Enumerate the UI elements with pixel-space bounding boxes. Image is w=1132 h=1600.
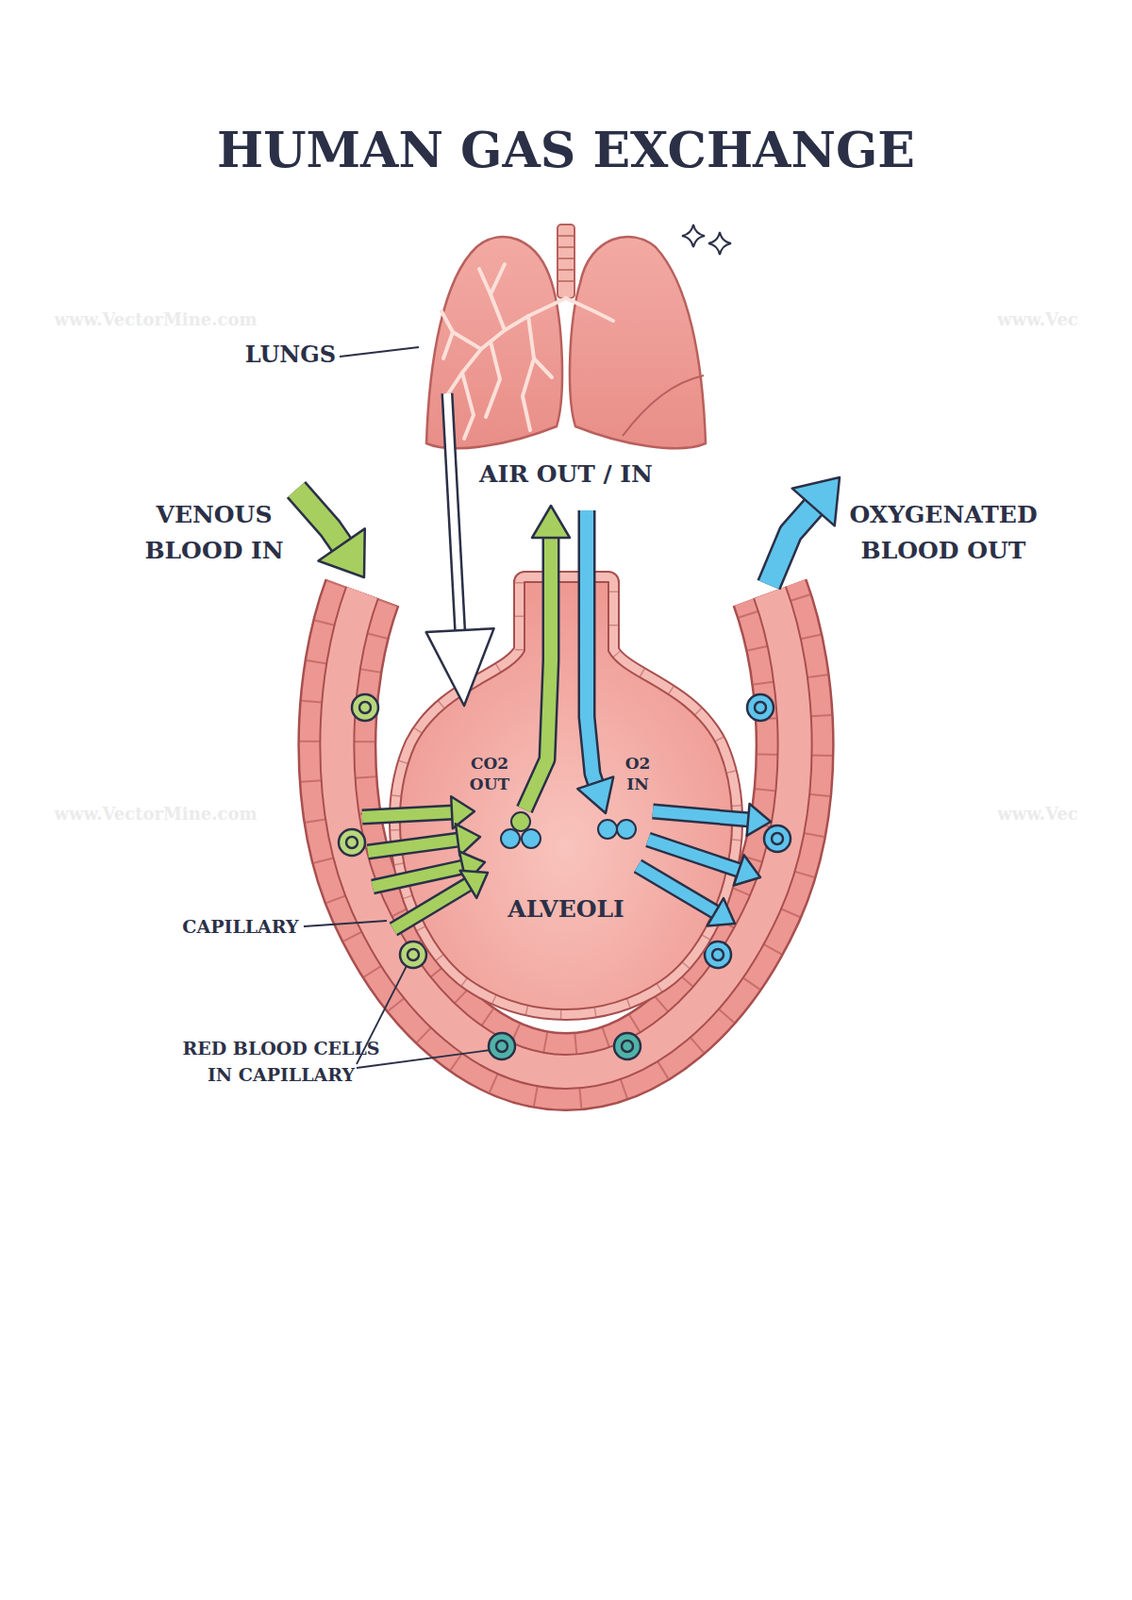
arrow-head	[747, 803, 771, 836]
part-label: ALVEOLI	[485, 895, 647, 924]
watermark: www.Vec	[981, 802, 1095, 826]
alveoli-outline	[377, 566, 774, 1038]
alveoli-wall-cells	[399, 582, 733, 1010]
diagram-title: HUMAN GAS EXCHANGE	[0, 120, 1132, 179]
part-label: CAPILLARY	[165, 915, 317, 938]
sparkle-icons	[682, 224, 732, 255]
arrow-shaft	[768, 505, 816, 585]
arrow-head	[532, 505, 570, 538]
alveoli-wall	[399, 582, 733, 1010]
flow-arrow	[768, 477, 840, 585]
watermark: www.VectorMine.com	[14, 802, 298, 826]
arrow-shaft	[447, 393, 461, 633]
gas-label: O2 IN	[618, 752, 657, 795]
part-label: LUNGS	[224, 340, 357, 369]
alveoli-lumen	[399, 582, 733, 1010]
lungs-illustration	[426, 224, 706, 449]
part-label: RED BLOOD CELLS IN CAPILLARY	[180, 1034, 383, 1088]
arrow-shaft-outline	[296, 489, 343, 547]
flow-label: OXYGENATED BLOOD OUT	[834, 497, 1052, 569]
watermark: www.Vec	[981, 308, 1095, 332]
flow-arrow	[426, 393, 495, 706]
alveoli-sac: CO2 OUT O2 IN ALVEOLI	[377, 566, 774, 1038]
flow-label: AIR OUT / IN	[443, 460, 689, 489]
arrow-shaft-outline	[447, 393, 461, 633]
arrow-shaft-outline	[768, 505, 816, 585]
flow-label: VENOUS BLOOD IN	[129, 497, 300, 569]
arrow-head	[317, 528, 365, 578]
arrow-head	[792, 477, 840, 526]
watermark: www.VectorMine.com	[14, 308, 298, 332]
arrow-shaft	[296, 489, 343, 547]
gas-label: CO2 OUT	[461, 752, 518, 795]
alveoli-wall-outer	[399, 582, 733, 1010]
flow-arrow	[296, 489, 366, 578]
